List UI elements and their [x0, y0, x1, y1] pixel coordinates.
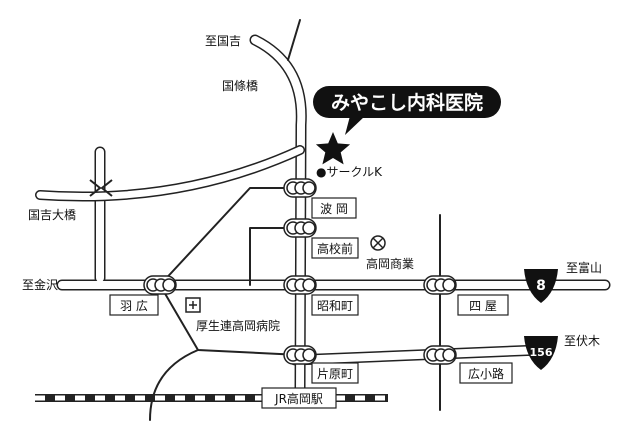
label-kokukichi-ohashi: 国吉大橋 — [28, 208, 76, 222]
intersection-yonoya: 四 屋 — [469, 299, 497, 313]
clinic-star-icon — [315, 132, 351, 165]
station-label: JR高岡駅 — [274, 391, 323, 406]
intersection-hirokoji: 広小路 — [468, 366, 504, 381]
intersection-katahara: 片原町 — [317, 367, 353, 381]
intersection-showamachi: 昭和町 — [317, 299, 353, 313]
label-to-kanazawa: 至金沢 — [22, 277, 58, 292]
school-icon — [370, 235, 386, 251]
signal-hirokoji — [423, 345, 457, 365]
southwest-road — [149, 349, 199, 421]
route-156-number: 156 — [530, 346, 553, 359]
label-to-toyama: 至富山 — [566, 260, 602, 275]
traffic-signals — [143, 178, 457, 365]
clinic-name: みやこし内科医院 — [331, 91, 483, 114]
route-156-shield-icon: 156 — [524, 336, 558, 370]
place-labels: 至国吉 国條橋 国吉大橋 至金沢 至富山 至伏木 ●サークルK 高岡商業 厚生連… — [22, 34, 602, 348]
intersection-hanehiro: 羽 広 — [120, 299, 148, 313]
bridge-mark-left — [89, 179, 102, 197]
signal-katahara — [283, 345, 317, 365]
clinic-bubble-tail — [345, 116, 365, 135]
signal-yonoya — [423, 275, 457, 295]
signal-showamachi — [283, 275, 317, 295]
north-road-outline — [249, 34, 307, 401]
roads — [35, 19, 611, 421]
clinic-bubble — [313, 86, 501, 118]
label-takaoka-shogyo: 高岡商業 — [366, 256, 414, 271]
route-8-number: 8 — [536, 278, 546, 294]
route-8-shield-icon: 8 — [524, 269, 558, 303]
intersection-namioka: 波 岡 — [320, 202, 348, 216]
label-circle-k: ●サークルK — [316, 165, 383, 179]
intersection-labels: 波 岡 高校前 昭和町 羽 広 四 屋 片原町 広小路 — [109, 197, 513, 384]
signal-hanehiro — [143, 275, 177, 295]
bridge-mark-right — [100, 179, 113, 197]
label-kosei-hospital: 厚生連高岡病院 — [196, 318, 280, 333]
label-kokujo-bridge: 国條橋 — [222, 79, 258, 93]
hospital-icon — [185, 297, 201, 313]
signal-kokomae — [283, 218, 317, 238]
diagonal-road-hanehiro — [159, 187, 301, 286]
label-to-fushiki: 至伏木 — [564, 334, 600, 348]
label-to-kokukichi: 至国吉 — [205, 34, 241, 48]
north-spur-road — [287, 19, 301, 61]
signal-namioka — [283, 178, 317, 198]
intersection-kokomae: 高校前 — [317, 241, 353, 256]
station-box — [261, 387, 337, 409]
clinic-callout: みやこし内科医院 — [313, 86, 501, 135]
